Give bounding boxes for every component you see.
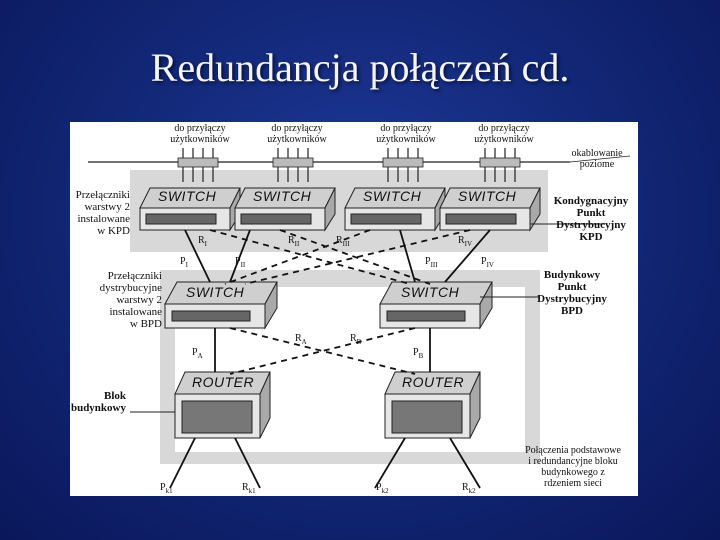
port-pb: PB xyxy=(413,347,424,360)
kpd-switch-3 xyxy=(344,187,446,232)
kpd-point-label: Kondygnacyjny Punkt Dystrybucyjny KPD xyxy=(553,195,629,243)
port-ra: RA xyxy=(295,333,307,346)
port-r1: RI xyxy=(198,235,208,248)
kpd-switch-4-text: SWITCH xyxy=(458,188,517,204)
port-p1: PI xyxy=(180,256,188,269)
port-pk2: Pk2 xyxy=(376,482,389,495)
redundant-links xyxy=(209,229,471,375)
cabling-label: okablowanie poziome xyxy=(571,148,623,170)
annotation-lines xyxy=(130,223,605,413)
block-label: Blok budynkowy xyxy=(70,390,126,414)
port-r2: RII xyxy=(288,235,300,248)
user-label-1: do przyłączy użytkowników xyxy=(170,123,230,145)
port-p2: PII xyxy=(235,256,246,269)
kpd-switch-4 xyxy=(439,187,541,232)
bpd-switch-a xyxy=(164,281,278,330)
kpd-switch-2-text: SWITCH xyxy=(253,188,312,204)
bpd-switch-a-text: SWITCH xyxy=(186,284,245,300)
bpd-point-label: Budynkowy Punkt Dystrybucyjny BPD xyxy=(537,269,607,317)
bpd-switch-b-text: SWITCH xyxy=(401,284,460,300)
kpd-switch-label: Przełączniki warstwy 2 instalowane w KPD xyxy=(75,189,130,237)
port-p3: PIII xyxy=(425,256,438,269)
router-1 xyxy=(174,371,271,439)
port-rk1: Rk1 xyxy=(242,482,256,495)
port-rb: RB xyxy=(350,333,362,346)
user-label-2: do przyłączy użytkowników xyxy=(267,123,327,145)
kpd-switch-3-text: SWITCH xyxy=(363,188,422,204)
bpd-switch-b xyxy=(379,281,493,330)
port-r4: RIV xyxy=(458,235,473,248)
bpd-switch-label: Przełączniki dystrybucyjne warstwy 2 ins… xyxy=(99,270,162,330)
diagram-graphics xyxy=(88,148,631,489)
port-rk2: Rk2 xyxy=(462,482,476,495)
user-label-3: do przyłączy użytkowników xyxy=(376,123,436,145)
network-diagram: do przyłączy użytkowników do przyłączy u… xyxy=(70,122,638,496)
patch-panels xyxy=(177,157,521,168)
connections-label: Połączenia podstawowe i redundancyjne bl… xyxy=(525,445,621,489)
port-p4: PIV xyxy=(481,256,494,269)
kpd-switch-1-text: SWITCH xyxy=(158,188,217,204)
router-2 xyxy=(384,371,481,439)
router-1-text: ROUTER xyxy=(192,374,255,390)
user-label-4: do przyłączy użytkowników xyxy=(474,123,534,145)
port-pa: PA xyxy=(192,347,203,360)
port-pk1: Pk1 xyxy=(160,482,173,495)
primary-links xyxy=(169,229,491,489)
port-r3: RIII xyxy=(336,235,350,248)
slide-title: Redundancja połączeń cd. xyxy=(150,45,570,90)
router-2-text: ROUTER xyxy=(402,374,465,390)
